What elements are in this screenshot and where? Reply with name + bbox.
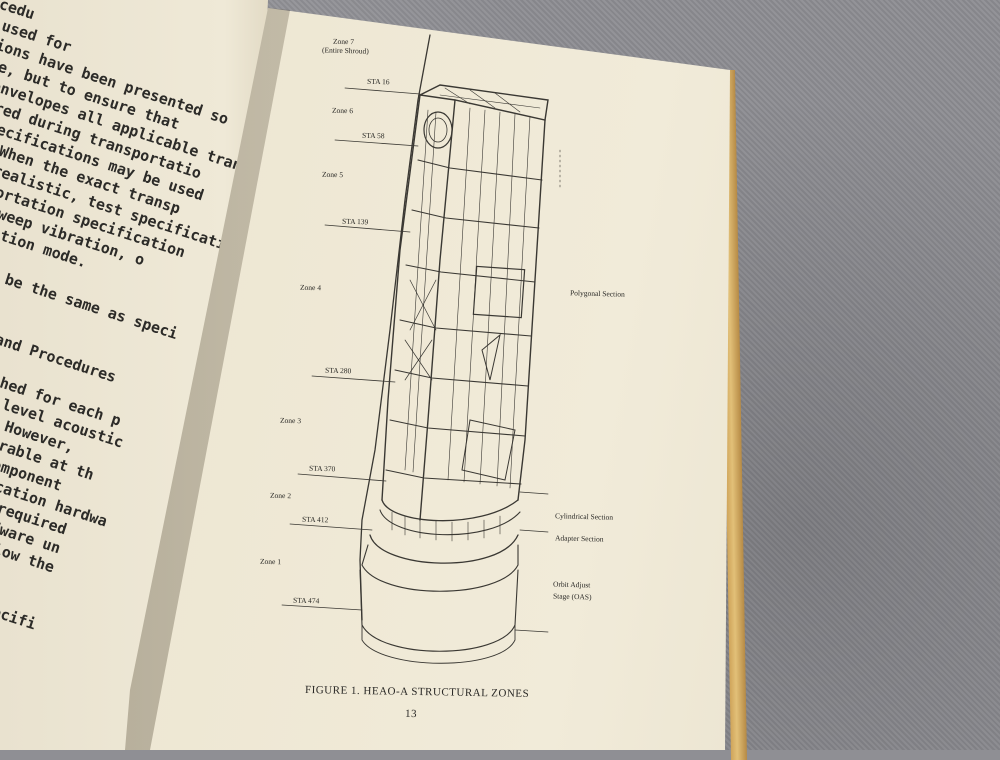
leader-sta16 bbox=[344, 87, 421, 95]
label-sta370: STA 370 bbox=[308, 463, 336, 474]
label-zone4: Zone 4 bbox=[299, 282, 322, 293]
shroud-outline bbox=[359, 34, 431, 621]
label-orbit-adjust: Orbit Adjust bbox=[552, 579, 591, 590]
leader-adapter bbox=[519, 529, 549, 533]
leader-sta412 bbox=[289, 523, 373, 531]
leader-sta58 bbox=[334, 139, 419, 147]
label-sta280: STA 280 bbox=[324, 365, 352, 376]
label-zone1: Zone 1 bbox=[259, 556, 282, 567]
leader-sta139 bbox=[324, 224, 411, 233]
label-zone3: Zone 3 bbox=[279, 415, 302, 426]
label-zone2: Zone 2 bbox=[269, 490, 292, 501]
label-zone5: Zone 5 bbox=[321, 169, 344, 180]
tower-left-edge bbox=[381, 94, 421, 501]
label-sta16: STA 16 bbox=[366, 76, 390, 87]
panel-window bbox=[472, 265, 526, 319]
label-sta412: STA 412 bbox=[301, 514, 329, 525]
leader-sta280 bbox=[311, 375, 396, 383]
label-sta58: STA 58 bbox=[361, 130, 385, 141]
label-stage-oas: Stage (OAS) bbox=[552, 591, 592, 602]
leader-sta474 bbox=[281, 604, 363, 611]
adapter-section bbox=[369, 534, 519, 564]
label-sta474: STA 474 bbox=[292, 595, 320, 606]
cylindrical-section bbox=[381, 499, 519, 522]
panel-cutout bbox=[481, 333, 501, 381]
tower-top bbox=[417, 84, 549, 121]
label-sta139: STA 139 bbox=[341, 216, 369, 227]
label-polygonal-section: Polygonal Section bbox=[569, 288, 625, 299]
leader-oas bbox=[514, 629, 549, 633]
label-zone6: Zone 6 bbox=[331, 105, 354, 116]
page-number: 13 bbox=[404, 707, 418, 721]
orbit-adjust-stage bbox=[359, 569, 519, 652]
label-adapter-section: Adapter Section bbox=[554, 533, 604, 544]
tower-right-edge bbox=[517, 119, 546, 501]
porthole bbox=[423, 111, 453, 149]
tower-front-edge bbox=[419, 99, 456, 521]
leader-sta370 bbox=[297, 473, 387, 482]
label-cylindrical-section: Cylindrical Section bbox=[554, 511, 614, 522]
label-entire-shroud: (Entire Shroud) bbox=[321, 45, 369, 56]
leader-cylindrical bbox=[519, 491, 549, 495]
